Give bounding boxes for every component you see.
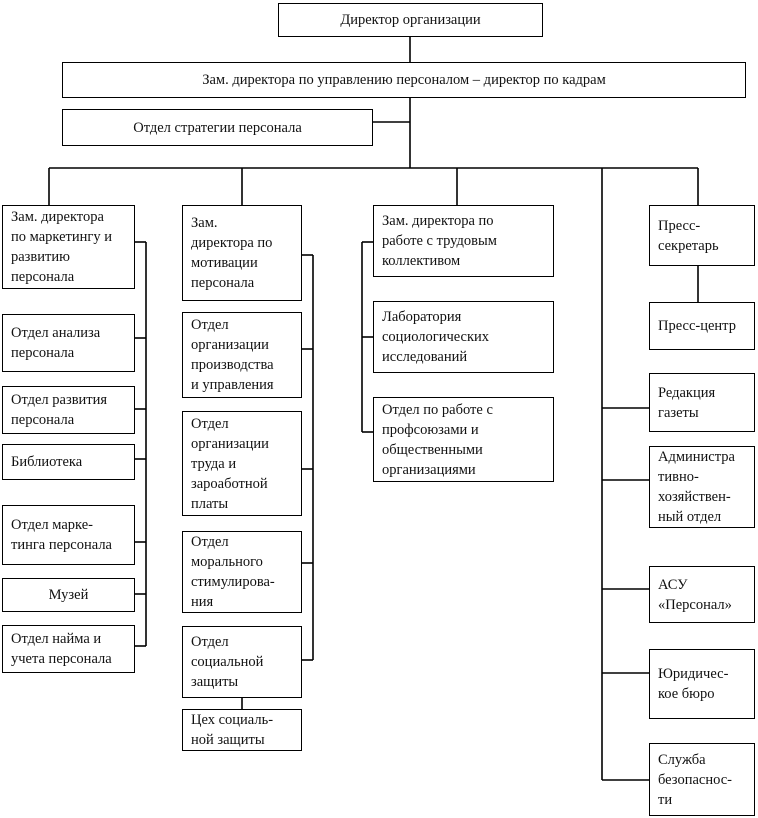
org-box-deputy-hr-director: Зам. директора по управлению персоналом … (62, 62, 746, 98)
org-box-sociology-lab-label: Лаборатория социологических исследований (382, 309, 490, 365)
org-box-library: Библиотека (2, 444, 135, 480)
org-box-admin-household-dept: Администра тивно- хозяйствен- ный отдел (649, 446, 755, 528)
org-box-social-protection-dept: Отдел социальной защиты (182, 626, 302, 698)
org-box-deputy-hr-director-label: Зам. директора по управлению персоналом … (202, 72, 606, 88)
org-box-personnel-marketing-dept-label: Отдел марке- тинга персонала (11, 517, 112, 553)
org-box-press-secretary-label: Пресс- секретарь (658, 217, 719, 254)
org-box-social-protection-shop-label: Цех социаль- ной защиты (191, 712, 274, 748)
org-box-press-centre: Пресс-центр (649, 302, 755, 350)
org-box-development-dept-label: Отдел развития персонала (11, 392, 108, 428)
connectors (48, 37, 699, 781)
org-box-labor-wages-dept: Отдел организации труда и зароаботной пл… (182, 411, 302, 516)
org-box-marketing-deputy-label: Зам. директора по маркетингу и развитию … (11, 209, 112, 285)
org-box-security-service: Служба безопаснос- ти (649, 743, 755, 816)
org-box-library-label: Библиотека (11, 454, 83, 470)
org-box-labor-wages-dept-label: Отдел организации труда и зароаботной пл… (191, 415, 269, 512)
org-box-personnel-strategy-dept-label: Отдел стратегии персонала (133, 119, 302, 136)
org-box-admin-household-dept-label: Администра тивно- хозяйствен- ный отдел (658, 449, 735, 525)
org-box-hiring-dept-label: Отдел найма и учета персонала (11, 631, 112, 667)
org-box-legal-bureau-label: Юридичес- кое бюро (658, 666, 729, 702)
org-box-asu-personal-label: АСУ «Персонал» (658, 576, 732, 613)
org-box-hiring-dept: Отдел найма и учета персонала (2, 625, 135, 673)
org-box-production-org-dept-label: Отдел организации производства и управле… (191, 317, 274, 393)
org-box-motivation-deputy: Зам. директора по мотивации персонала (182, 205, 302, 301)
org-box-moral-stimulation-dept-label: Отдел морального стимулирова- ния (191, 534, 275, 610)
org-box-social-protection-dept-label: Отдел социальной защиты (191, 634, 264, 690)
org-box-press-centre-label: Пресс-центр (658, 318, 736, 334)
org-box-marketing-deputy: Зам. директора по маркетингу и развитию … (2, 205, 135, 289)
org-box-social-protection-shop: Цех социаль- ной защиты (182, 709, 302, 751)
org-box-moral-stimulation-dept: Отдел морального стимулирова- ния (182, 531, 302, 613)
org-box-trade-unions-dept: Отдел по работе с профсоюзами и обществе… (373, 397, 554, 482)
org-box-museum-label: Музей (48, 587, 89, 603)
org-box-personnel-marketing-dept: Отдел марке- тинга персонала (2, 505, 135, 565)
org-box-trade-unions-dept-label: Отдел по работе с профсоюзами и обществе… (382, 401, 493, 478)
org-box-production-org-dept: Отдел организации производства и управле… (182, 312, 302, 398)
org-box-museum: Музей (2, 578, 135, 612)
org-box-sociology-lab: Лаборатория социологических исследований (373, 301, 554, 373)
org-box-director: Директор организации (278, 3, 543, 37)
org-box-analysis-dept: Отдел анализа персонала (2, 314, 135, 372)
org-box-development-dept: Отдел развития персонала (2, 386, 135, 434)
org-box-asu-personal: АСУ «Персонал» (649, 566, 755, 623)
org-box-analysis-dept-label: Отдел анализа персонала (11, 325, 101, 361)
org-box-security-service-label: Служба безопаснос- ти (658, 751, 732, 808)
org-box-personnel-strategy-dept: Отдел стратегии персонала (62, 109, 373, 146)
org-box-legal-bureau: Юридичес- кое бюро (649, 649, 755, 719)
org-box-director-label: Директор организации (340, 12, 481, 28)
org-box-motivation-deputy-label: Зам. директора по мотивации персонала (191, 215, 273, 291)
org-box-press-secretary: Пресс- секретарь (649, 205, 755, 266)
org-box-labor-collective-deputy-label: Зам. директора по работе с трудовым колл… (382, 213, 497, 269)
org-box-newspaper-editorial-label: Редакция газеты (658, 384, 716, 421)
org-box-newspaper-editorial: Редакция газеты (649, 373, 755, 432)
org-box-labor-collective-deputy: Зам. директора по работе с трудовым колл… (373, 205, 554, 277)
